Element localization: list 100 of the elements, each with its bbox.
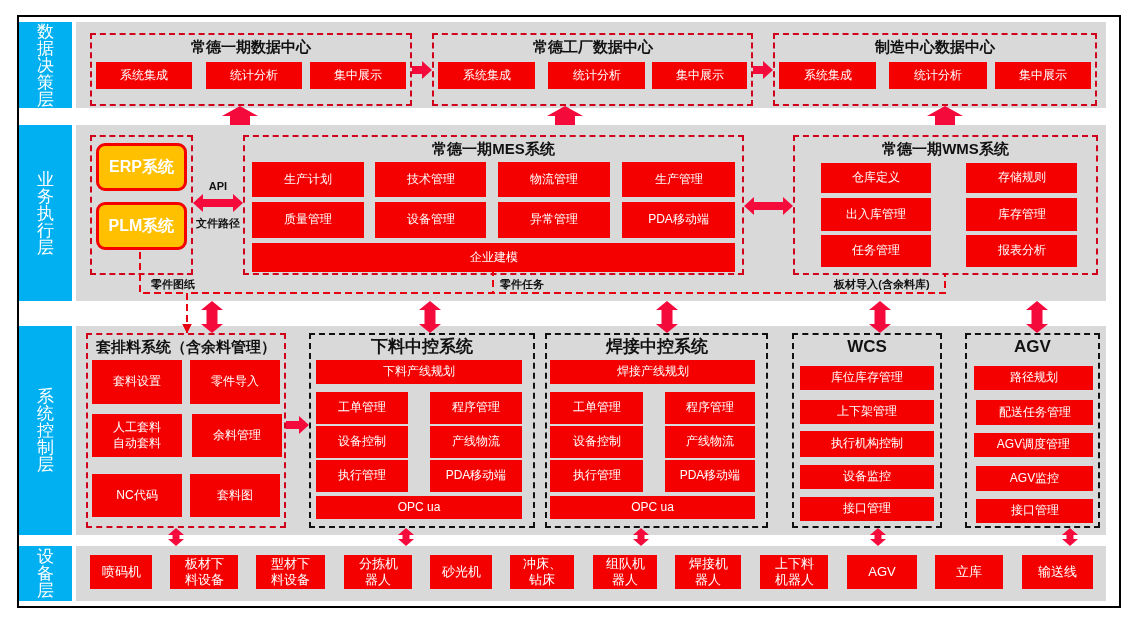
edge-label: API bbox=[206, 179, 230, 193]
system-group bbox=[432, 33, 753, 106]
module-box: 产线物流 bbox=[665, 426, 755, 458]
module-box: 下料产线规划 bbox=[316, 360, 522, 384]
module-box: 执行管理 bbox=[550, 460, 643, 492]
system-group bbox=[243, 135, 744, 275]
system-group bbox=[90, 135, 193, 275]
note-label: 文件路径 bbox=[194, 216, 242, 230]
module-box: 出入库管理 bbox=[821, 198, 931, 231]
module-box: 技术管理 bbox=[375, 162, 486, 197]
double-arrow bbox=[398, 528, 414, 546]
layer-label: 业务执行层 bbox=[19, 125, 72, 301]
module-box: 统计分析 bbox=[548, 62, 645, 89]
module-box: 接口管理 bbox=[800, 497, 934, 521]
module-box: 套料设置 bbox=[92, 360, 182, 404]
module-box: 执行管理 bbox=[316, 460, 408, 492]
module-box: PDA移动端 bbox=[665, 460, 755, 492]
module-box: 物流管理 bbox=[498, 162, 610, 197]
module-box: PDA移动端 bbox=[622, 202, 735, 238]
module-box: 集中展示 bbox=[310, 62, 406, 89]
block-arrow bbox=[547, 106, 583, 125]
device-box: 型材下料设备 bbox=[256, 555, 325, 589]
device-box: AGV bbox=[847, 555, 917, 589]
group-title: 下料中控系统 bbox=[371, 337, 473, 357]
module-box: AGV监控 bbox=[976, 466, 1093, 491]
group-title: 套排料系统（含余料管理） bbox=[96, 337, 276, 357]
system-group bbox=[965, 333, 1100, 528]
module-box: PDA移动端 bbox=[430, 460, 522, 492]
system-group bbox=[773, 33, 1097, 106]
module-box: 统计分析 bbox=[206, 62, 302, 89]
module-box: 企业建模 bbox=[252, 243, 735, 272]
module-box: OPC ua bbox=[316, 496, 522, 519]
block-arrow bbox=[222, 106, 258, 125]
edge-label: 零件图纸 bbox=[149, 277, 197, 291]
module-box: 程序管理 bbox=[430, 392, 522, 424]
layer-label: 设备层 bbox=[19, 546, 72, 601]
module-box: 系统集成 bbox=[96, 62, 192, 89]
module-box: 执行机构控制 bbox=[800, 431, 934, 457]
module-box: 设备监控 bbox=[800, 465, 934, 489]
layer-band bbox=[76, 326, 1106, 535]
group-title: 常德一期MES系统 bbox=[432, 139, 555, 159]
module-box: 集中展示 bbox=[995, 62, 1091, 89]
system-group bbox=[545, 333, 768, 528]
device-box: 冲床、钻床 bbox=[510, 555, 574, 589]
layer-band bbox=[76, 546, 1106, 601]
double-arrow bbox=[656, 301, 678, 333]
dashed-arrow bbox=[182, 274, 946, 334]
group-title: 常德一期WMS系统 bbox=[882, 139, 1009, 159]
module-box: 焊接产线规划 bbox=[550, 360, 755, 384]
module-box: 仓库定义 bbox=[821, 163, 931, 193]
block-arrow bbox=[927, 106, 963, 125]
module-box: 异常管理 bbox=[498, 202, 610, 238]
system-group bbox=[792, 333, 942, 528]
device-box: 板材下料设备 bbox=[170, 555, 238, 589]
module-box: 工单管理 bbox=[550, 392, 643, 424]
device-box: 上下料机器人 bbox=[760, 555, 828, 589]
group-title: AGV bbox=[1014, 337, 1051, 357]
layer-label: 数据决策层 bbox=[19, 22, 72, 108]
system-group bbox=[90, 33, 412, 106]
layer-label: 系统控制层 bbox=[19, 326, 72, 535]
double-arrow bbox=[870, 528, 886, 546]
group-title: WCS bbox=[847, 337, 887, 357]
module-box: 设备控制 bbox=[316, 426, 408, 458]
edge-label: 板材导入(含余料库) bbox=[832, 277, 932, 291]
module-box: 余料管理 bbox=[192, 414, 282, 457]
system-group bbox=[309, 333, 535, 528]
module-box: 产线物流 bbox=[430, 426, 522, 458]
double-arrow bbox=[1062, 528, 1078, 546]
device-box: 焊接机器人 bbox=[675, 555, 741, 589]
device-box: 立库 bbox=[935, 555, 1003, 589]
module-box: 生产管理 bbox=[622, 162, 735, 197]
module-box: 存储规则 bbox=[966, 163, 1077, 193]
module-box: 生产计划 bbox=[252, 162, 364, 197]
module-box: 质量管理 bbox=[252, 202, 364, 238]
double-arrow bbox=[419, 301, 441, 333]
module-box: 套料图 bbox=[190, 474, 280, 517]
module-box: 报表分析 bbox=[966, 235, 1077, 267]
system-group bbox=[86, 333, 286, 528]
module-box: 设备控制 bbox=[550, 426, 643, 458]
module-box: 程序管理 bbox=[665, 392, 755, 424]
module-box: 系统集成 bbox=[438, 62, 535, 89]
module-box: 上下架管理 bbox=[800, 400, 934, 424]
system-group bbox=[793, 135, 1098, 275]
module-box: NC代码 bbox=[92, 474, 182, 517]
module-box: 接口管理 bbox=[976, 499, 1093, 523]
module-box: 配送任务管理 bbox=[976, 400, 1093, 425]
device-box: 分拣机器人 bbox=[344, 555, 412, 589]
module-box: 系统集成 bbox=[779, 62, 876, 89]
module-box: 集中展示 bbox=[652, 62, 747, 89]
device-box: 砂光机 bbox=[430, 555, 492, 589]
module-box: OPC ua bbox=[550, 496, 755, 519]
device-box: 输送线 bbox=[1022, 555, 1093, 589]
double-arrow bbox=[201, 301, 223, 333]
module-box: 路径规划 bbox=[974, 366, 1093, 390]
device-box: 喷码机 bbox=[90, 555, 152, 589]
module-box: 库存管理 bbox=[966, 198, 1077, 231]
layer-band bbox=[76, 125, 1106, 301]
module-box: 统计分析 bbox=[889, 62, 987, 89]
group-title: 制造中心数据中心 bbox=[875, 37, 995, 57]
module-box: 库位库存管理 bbox=[800, 366, 934, 390]
